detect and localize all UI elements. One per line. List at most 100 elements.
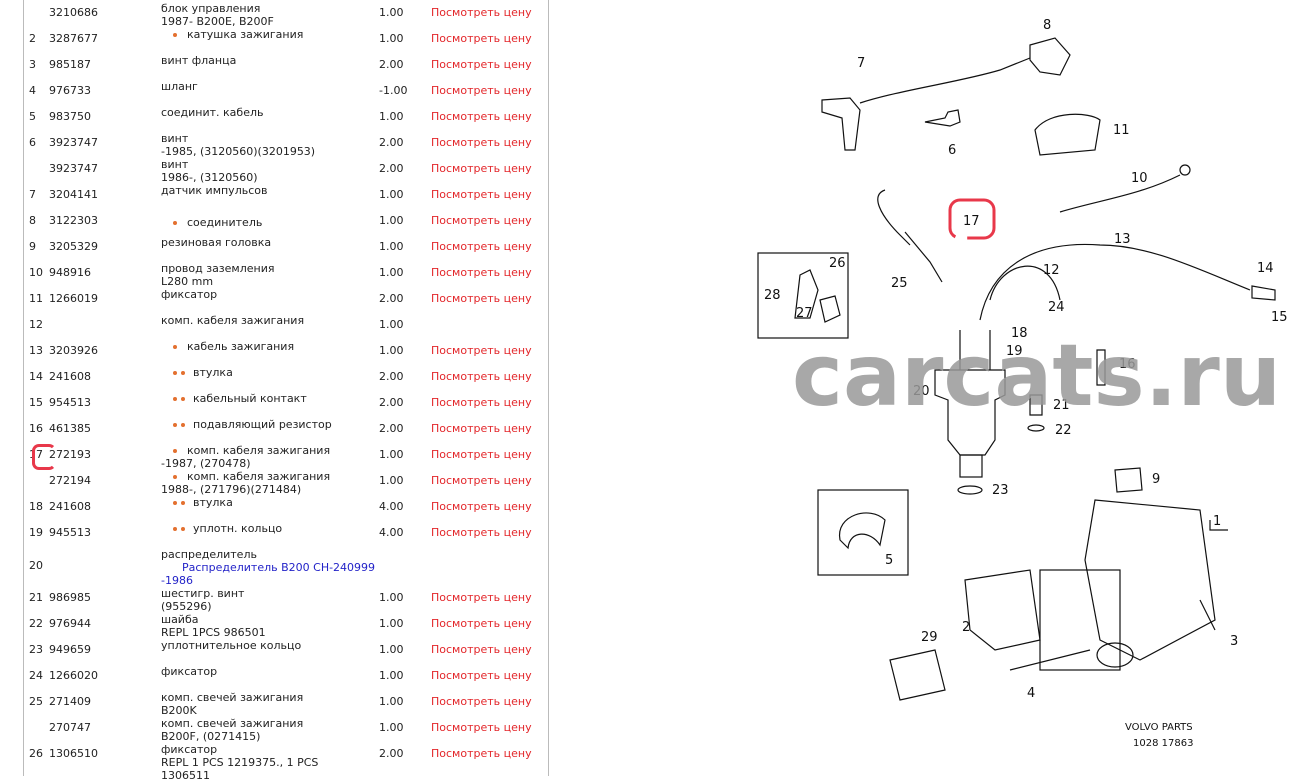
bullet-icon (173, 449, 177, 453)
view-price-link[interactable]: Посмотреть цену (431, 370, 532, 383)
quantity: 1.00 (379, 695, 404, 708)
part-number: 271409 (49, 695, 91, 708)
view-price-link[interactable]: Посмотреть цену (431, 110, 532, 123)
bullet-icon (173, 423, 177, 427)
view-price-link[interactable]: Посмотреть цену (431, 448, 532, 461)
description-line: фиксатор (161, 288, 218, 301)
description-line: резиновая головка (161, 236, 272, 249)
part-number: 945513 (49, 526, 91, 539)
part-description: втулка (161, 496, 233, 509)
description-line: катушка зажигания (187, 28, 304, 41)
view-price-link[interactable]: Посмотреть цену (431, 643, 532, 656)
quantity: 2.00 (379, 396, 404, 409)
part-description: шланг (161, 80, 198, 93)
callout-14: 14 (1257, 261, 1274, 276)
description-line: подавляющий резистор (193, 418, 332, 431)
view-price-link[interactable]: Посмотреть цену (431, 240, 532, 253)
view-price-link[interactable]: Посмотреть цену (431, 136, 532, 149)
view-price-link[interactable]: Посмотреть цену (431, 344, 532, 357)
callout-17: 17 (963, 214, 980, 229)
part-description: втулка (161, 366, 233, 379)
position-number: 17 (29, 444, 56, 470)
description-line: соединитель (187, 216, 263, 229)
quantity: 2.00 (379, 58, 404, 71)
view-price-link[interactable]: Посмотреть цену (431, 84, 532, 97)
view-price-link[interactable]: Посмотреть цену (431, 266, 532, 279)
part-number: 954513 (49, 396, 91, 409)
description-line: втулка (193, 496, 233, 509)
part-number: 1266019 (49, 292, 98, 305)
callout-1: 1 (1213, 514, 1221, 529)
footer-code: 1028 17863 (1133, 738, 1193, 749)
watermark: carcats.ru (792, 326, 1281, 426)
callout-9: 9 (1152, 472, 1160, 487)
view-price-link[interactable]: Посмотреть цену (431, 58, 532, 71)
part-number: 241608 (49, 370, 91, 383)
quantity: 2.00 (379, 162, 404, 175)
position-number: 3 (29, 58, 36, 71)
view-price-link[interactable]: Посмотреть цену (431, 695, 532, 708)
bullet-icon (173, 397, 177, 401)
part-description: катушка зажигания (161, 28, 303, 41)
view-price-link[interactable]: Посмотреть цену (431, 214, 532, 227)
quantity: 1.00 (379, 448, 404, 461)
bullet-icon (173, 345, 177, 349)
view-price-link[interactable]: Посмотреть цену (431, 617, 532, 630)
description-line: комп. свечей зажигания (161, 691, 304, 704)
position-number: 21 (29, 591, 43, 604)
view-price-link[interactable]: Посмотреть цену (431, 721, 532, 734)
part-number: 1266020 (49, 669, 98, 682)
part-description: кабель зажигания (161, 340, 294, 353)
callout-21: 21 (1053, 398, 1070, 413)
description-line: 1988-, (271796)(271484) (161, 483, 302, 496)
quantity: 1.00 (379, 669, 404, 682)
subassembly-link[interactable]: Распределитель B200 CH-240999 (182, 561, 376, 574)
view-price-link[interactable]: Посмотреть цену (431, 474, 532, 487)
part-number: 461385 (49, 422, 91, 435)
view-price-link[interactable]: Посмотреть цену (431, 500, 532, 513)
position-number: 4 (29, 84, 36, 97)
position-number: 23 (29, 643, 43, 656)
view-price-link[interactable]: Посмотреть цену (431, 32, 532, 45)
view-price-link[interactable]: Посмотреть цену (431, 292, 532, 305)
view-price-link[interactable]: Посмотреть цену (431, 162, 532, 175)
view-price-link[interactable]: Посмотреть цену (431, 188, 532, 201)
view-price-link[interactable]: Посмотреть цену (431, 669, 532, 682)
callout-11: 11 (1113, 123, 1130, 138)
callout-7: 7 (857, 56, 865, 71)
view-price-link[interactable]: Посмотреть цену (431, 526, 532, 539)
description-line: уплотн. кольцо (193, 522, 283, 535)
description-line: провод заземления (161, 262, 275, 275)
bullet-icon (173, 33, 177, 37)
description-line: фиксатор (161, 743, 218, 756)
part-description: комп. кабеля зажигания-1987, (270478) (161, 444, 330, 470)
quantity: 4.00 (379, 526, 404, 539)
view-price-link[interactable]: Посмотреть цену (431, 747, 532, 760)
view-price-link[interactable]: Посмотреть цену (431, 591, 532, 604)
description-line: уплотнительное кольцо (161, 639, 302, 652)
view-price-link[interactable]: Посмотреть цену (431, 396, 532, 409)
callout-23: 23 (992, 483, 1009, 498)
view-price-link[interactable]: Посмотреть цену (431, 422, 532, 435)
quantity: 4.00 (379, 500, 404, 513)
view-price-link[interactable]: Посмотреть цену (431, 6, 532, 19)
part-description: фиксатор (161, 288, 217, 301)
quantity: -1.00 (379, 84, 408, 97)
part-description: винт фланца (161, 54, 236, 67)
callout-5: 5 (885, 553, 893, 568)
